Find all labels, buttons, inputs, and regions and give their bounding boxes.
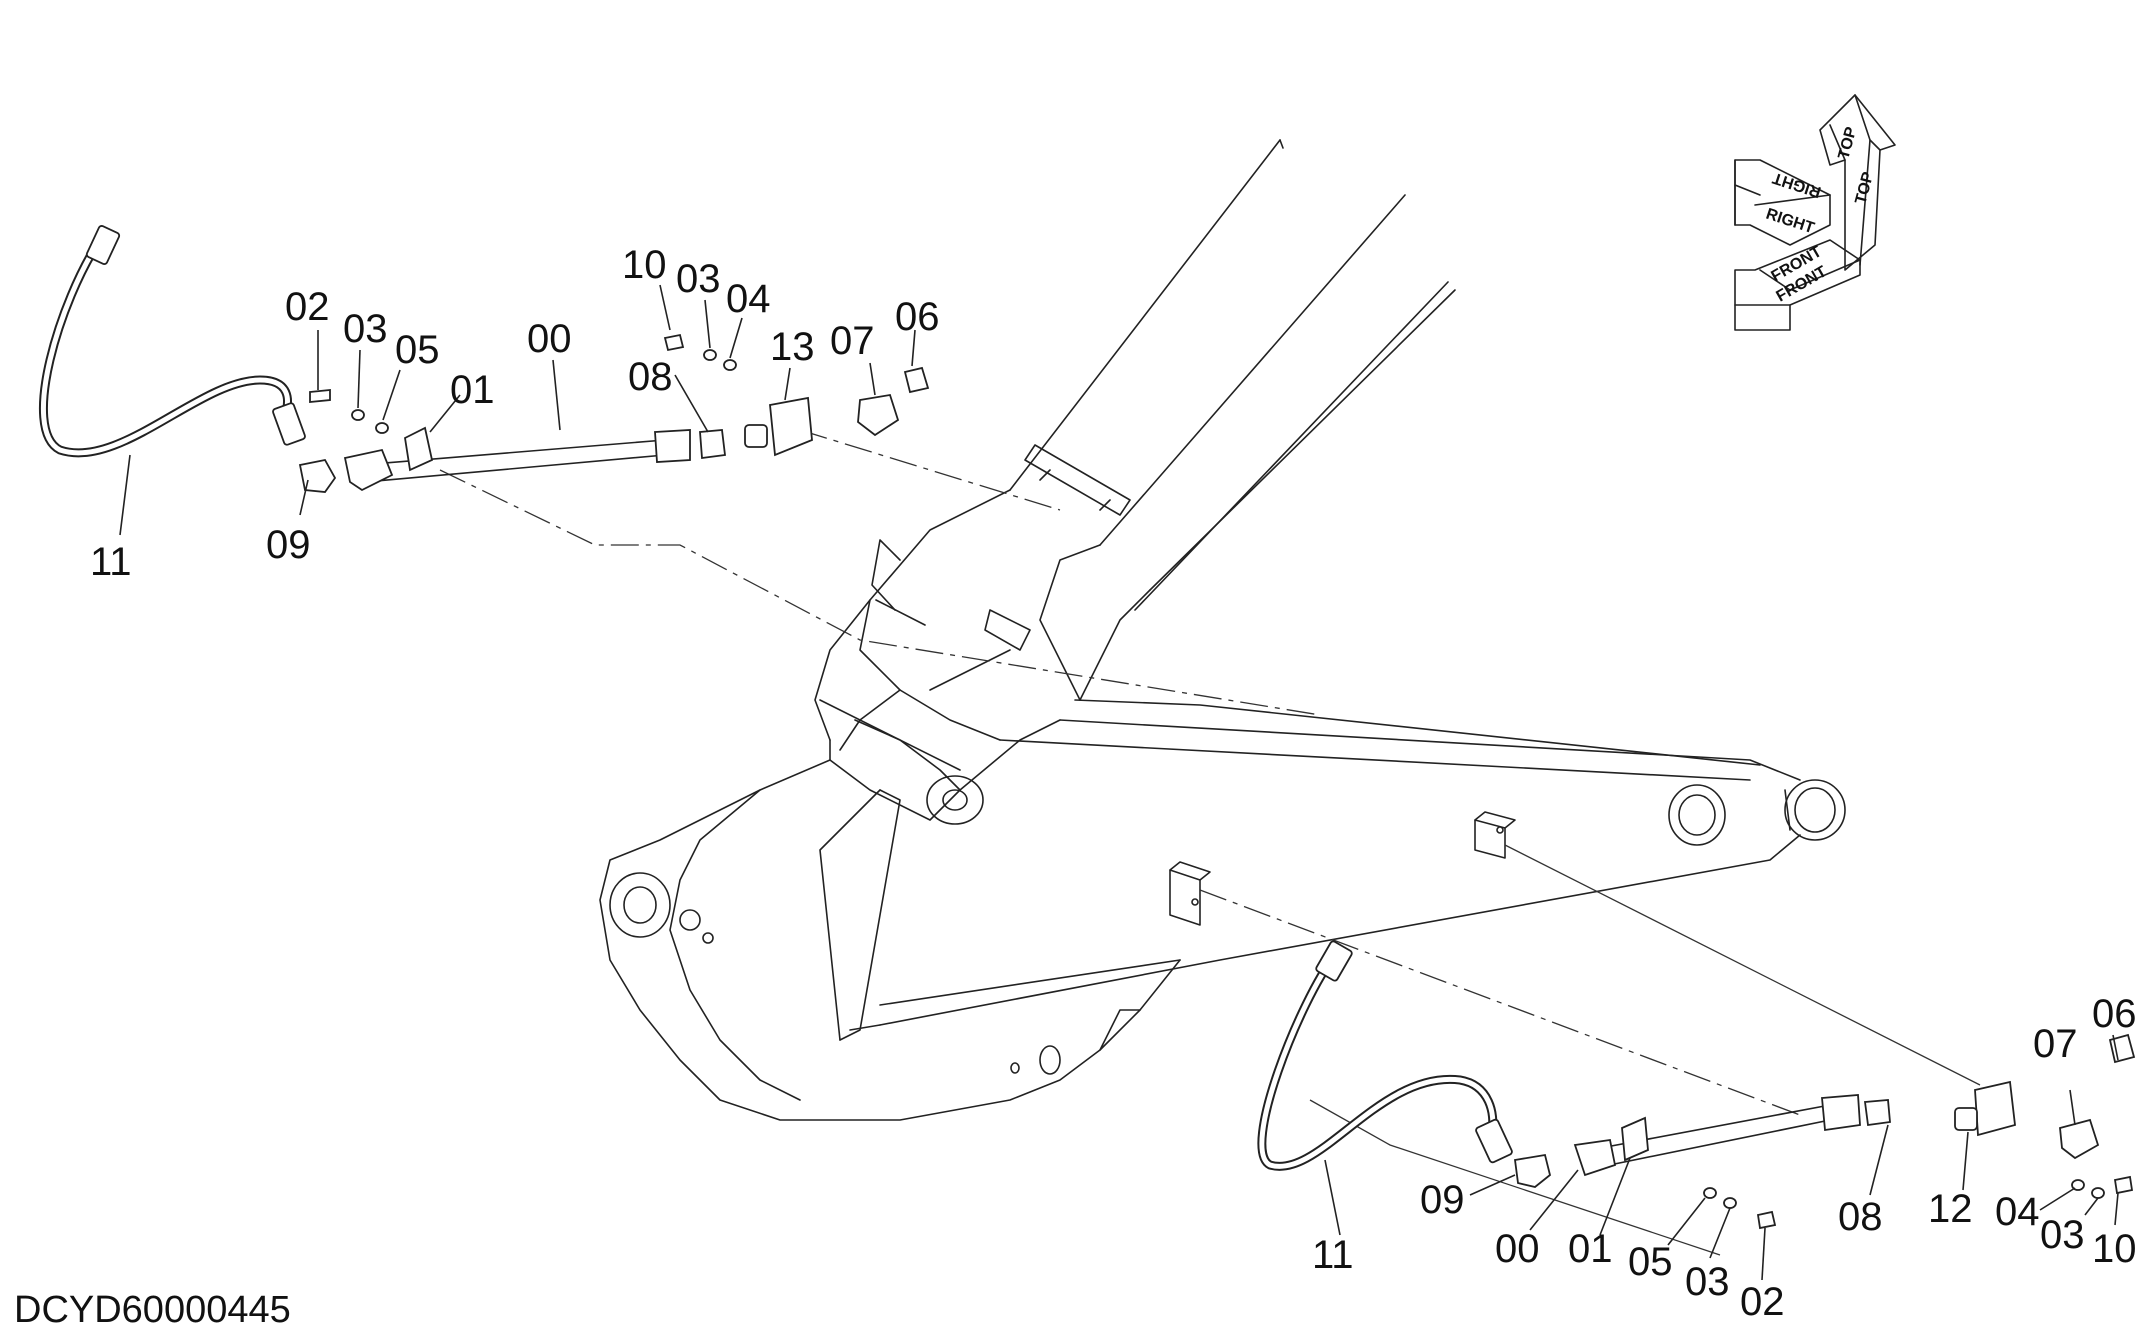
callout-00: 00: [1495, 1227, 1540, 1271]
callout-11: 11: [1312, 1233, 1354, 1277]
left-callouts: 10 03 04 13 07 06 02 03 05 01 00 08 09 1…: [90, 243, 940, 584]
callout-09: 09: [266, 523, 311, 567]
callout-07: 07: [830, 319, 875, 363]
callout-09: 09: [1420, 1178, 1465, 1222]
callout-08: 08: [628, 355, 673, 399]
callout-10: 10: [622, 243, 667, 287]
callout-13: 13: [770, 325, 815, 369]
callout-03: 03: [676, 257, 721, 301]
callout-11: 11: [90, 540, 132, 584]
callout-00: 00: [527, 317, 572, 361]
callout-03: 03: [343, 307, 388, 351]
compass-top-label: TOP: [1835, 125, 1860, 161]
callout-01: 01: [450, 368, 495, 412]
callout-03: 03: [1685, 1260, 1730, 1304]
callout-07: 07: [2033, 1022, 2078, 1066]
callout-10: 10: [2092, 1227, 2137, 1271]
compass-top-mirrored-label: TOP: [1852, 170, 1877, 206]
right-grease-assembly: [1257, 940, 2136, 1230]
right-callouts: 06 07 09 00 01 05 03 02 08 12 04 03 10 1…: [1312, 992, 2137, 1324]
left-grease-assembly: [38, 225, 930, 493]
callout-03: 03: [2040, 1213, 2085, 1257]
drawing-code: DCYD60000445: [14, 1289, 291, 1331]
callout-04: 04: [726, 277, 771, 321]
compass-right-label: RIGHT: [1764, 206, 1817, 238]
callout-08: 08: [1838, 1195, 1883, 1239]
callout-02: 02: [1740, 1280, 1785, 1324]
callout-02: 02: [285, 285, 330, 329]
boom-arm-drawing: [599, 139, 1846, 1121]
compass-right-mirrored-label: RIGHT: [1770, 169, 1823, 201]
callout-01: 01: [1568, 1227, 1613, 1271]
callout-05: 05: [1628, 1240, 1673, 1284]
callout-05: 05: [395, 328, 440, 372]
orientation-compass: TOP TOP RIGHT RIGHT FRONT FRONT: [1734, 94, 1896, 331]
callout-06: 06: [895, 295, 940, 339]
callout-06: 06: [2092, 992, 2137, 1036]
assembly-lines: [439, 429, 1981, 1256]
callout-12: 12: [1928, 1187, 1973, 1231]
callout-04: 04: [1995, 1190, 2040, 1234]
leader-lines: [119, 284, 2119, 1281]
